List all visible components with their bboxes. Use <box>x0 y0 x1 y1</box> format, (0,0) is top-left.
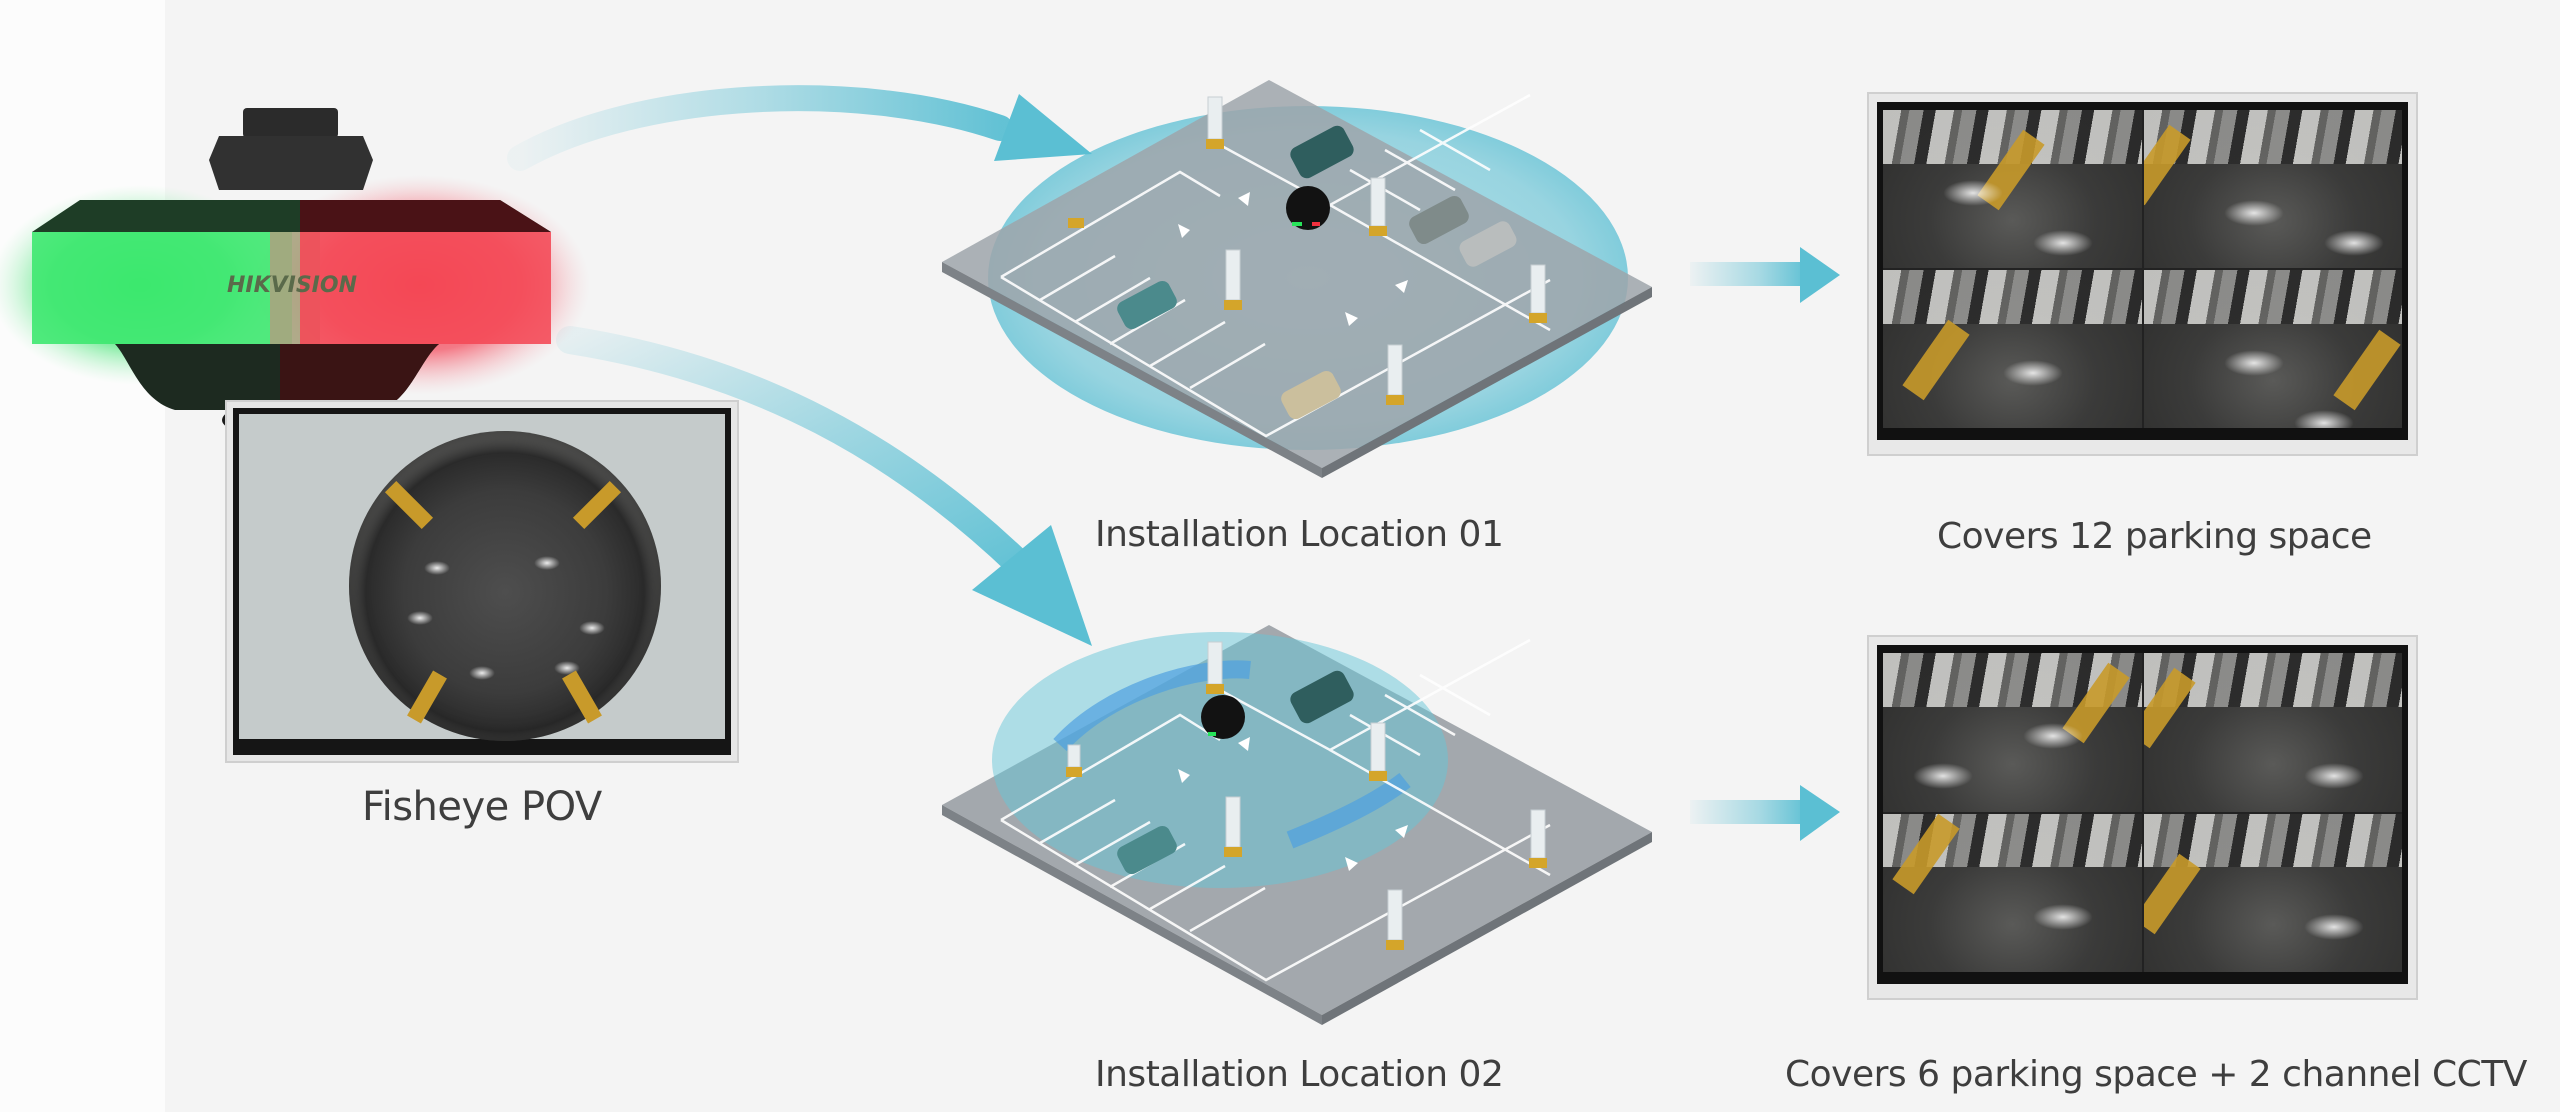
parking-lot-diagram-02 <box>942 625 1652 1025</box>
quad-view-screen <box>1883 110 2402 428</box>
location-01-label: Installation Location 01 <box>1095 514 1504 555</box>
mount-nut <box>209 136 373 190</box>
camera-channel-1 <box>1883 653 2142 812</box>
mount-cap <box>243 108 338 138</box>
arrow-to-monitor-01 <box>1690 247 1840 303</box>
fisheye-image <box>349 431 661 741</box>
fisheye-monitor <box>225 400 739 763</box>
arrow-to-location-01 <box>507 85 1092 171</box>
camera-channel-2 <box>2143 653 2402 812</box>
camera-marker <box>1201 695 1245 739</box>
location-02-label: Installation Location 02 <box>1095 1054 1504 1095</box>
camera-channel-3 <box>1883 270 2142 428</box>
fisheye-screen <box>239 414 725 741</box>
camera-channel-1 <box>1883 110 2142 268</box>
monitor-location-01 <box>1867 92 2418 456</box>
parking-lot-diagram-01 <box>942 80 1652 478</box>
camera-marker <box>1286 186 1330 230</box>
lot-surface <box>942 80 1652 468</box>
fisheye-pov-label: Fisheye POV <box>362 784 602 830</box>
coverage-label-02: Covers 6 parking space + 2 channel CCTV <box>1785 1054 2527 1095</box>
camera-channel-4 <box>2143 813 2402 972</box>
brand-logo: HIKVISION <box>227 273 357 298</box>
arrow-to-location-02 <box>556 326 1092 646</box>
monitor-location-02 <box>1867 635 2418 1000</box>
camera-channel-2 <box>2143 110 2402 268</box>
coverage-label-01: Covers 12 parking space <box>1937 516 2372 557</box>
parking-camera-device: HIKVISION <box>0 108 590 438</box>
quad-view-screen <box>1883 653 2402 972</box>
camera-channel-4 <box>2143 270 2402 428</box>
arrow-to-monitor-02 <box>1690 785 1840 841</box>
camera-channel-3 <box>1883 813 2142 972</box>
